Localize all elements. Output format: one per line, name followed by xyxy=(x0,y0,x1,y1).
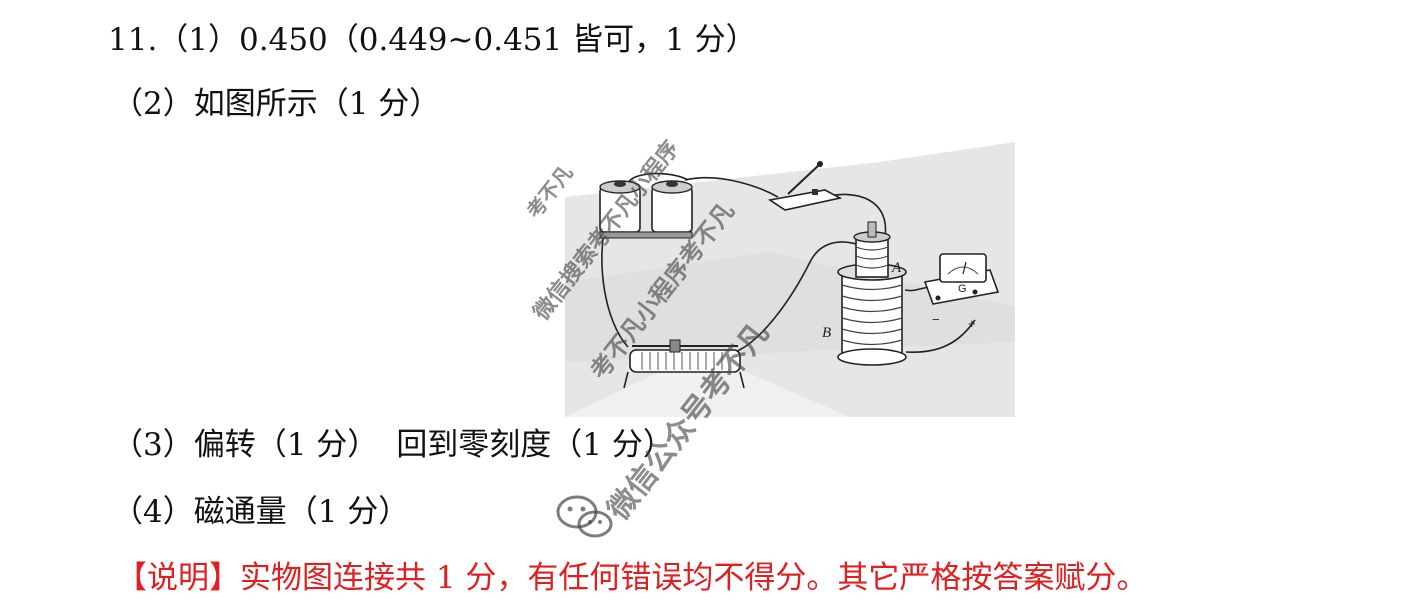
switch xyxy=(767,161,843,211)
answer-q1: 11.（1）0.450（0.449~0.451 皆可，1 分） xyxy=(108,22,757,58)
answer-q3: （3）偏转（1 分） 回到零刻度（1 分） xyxy=(112,425,674,465)
answer-q4: （4）磁通量（1 分） xyxy=(112,494,410,530)
battery-2 xyxy=(651,186,693,233)
label-coil-b: B xyxy=(822,325,831,341)
wechat-icon xyxy=(556,495,613,538)
wire-rheostat-coil-a xyxy=(734,241,866,353)
wire-battery-link xyxy=(627,172,689,185)
figure-floor-light xyxy=(565,352,850,417)
circuit-diagram: A B G − + xyxy=(565,142,1015,417)
circuit-figure: A B G − + xyxy=(520,142,1020,417)
coil-b xyxy=(837,263,907,366)
galvanometer xyxy=(923,253,1000,305)
answer-q3-part1: （3）偏转（1 分） xyxy=(112,427,379,463)
wire-coil-b-galvanometer-plus xyxy=(905,319,976,353)
label-galvanometer: G xyxy=(958,283,967,295)
rheostat xyxy=(623,339,745,389)
battery-pack xyxy=(599,180,693,239)
coil-a xyxy=(853,221,891,278)
label-coil-a: A xyxy=(891,260,902,276)
label-terminal-plus: + xyxy=(968,316,976,331)
grading-note: 【说明】实物图连接共 1 分，有任何错误均不得分。其它严格按答案赋分。 xyxy=(116,560,1148,596)
wire-battery-switch xyxy=(684,176,779,198)
label-terminal-minus: − xyxy=(932,312,940,327)
answer-q3-part2: 回到零刻度（1 分） xyxy=(396,427,674,463)
answer-q2: （2）如图所示（1 分） xyxy=(112,86,441,122)
